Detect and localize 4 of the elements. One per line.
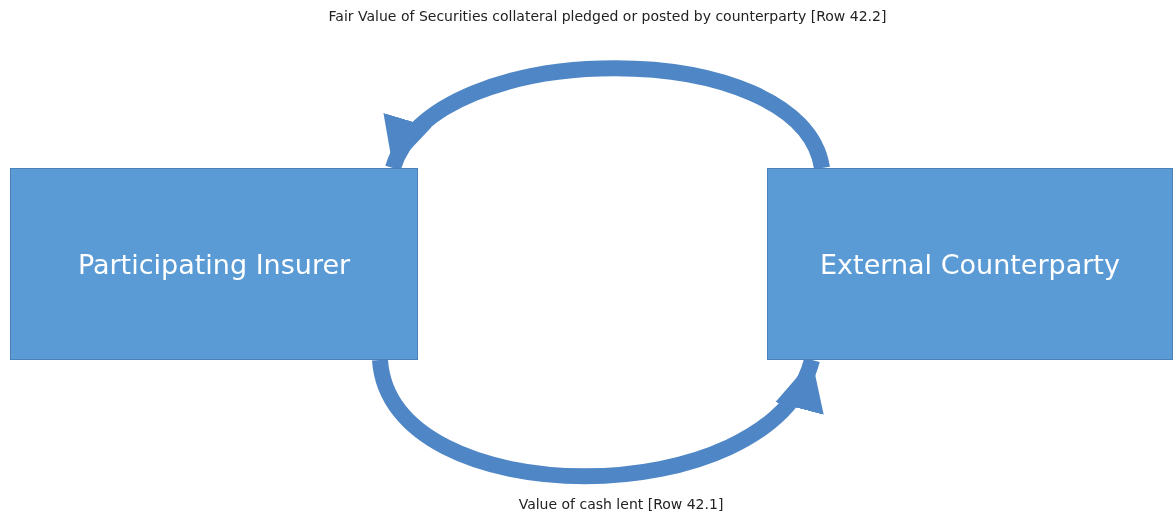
edge-label: Value of cash lent [Row 42.1] [518, 496, 724, 512]
edge-label: Fair Value of Securities collateral pledged or posted by counterparty [Row 42.2] [328, 8, 887, 24]
process-box: Participating Insurer [10, 168, 418, 360]
process-box: External Counterparty [767, 168, 1173, 360]
